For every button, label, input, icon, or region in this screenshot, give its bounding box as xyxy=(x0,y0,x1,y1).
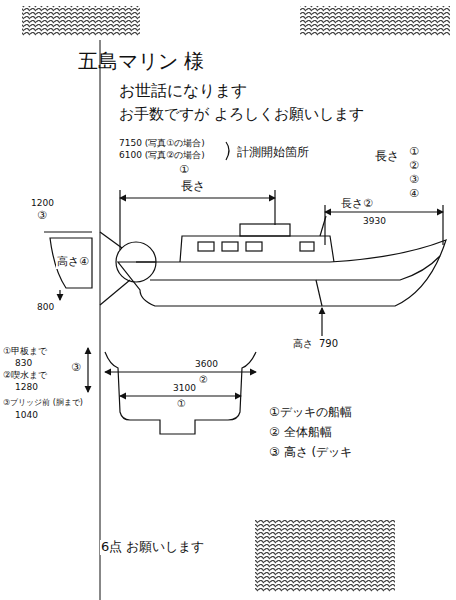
greeting: お世話になります xyxy=(118,82,248,100)
legend-note: ①デッキの船幅 xyxy=(268,406,353,420)
callout-number: ③ xyxy=(408,174,420,187)
heading: 五島マリン 様 xyxy=(78,50,204,73)
dimension-label: 長さ② xyxy=(340,198,374,211)
dimension: 1040 xyxy=(14,410,39,420)
dimension-label: 長さ xyxy=(180,180,206,194)
dimension-label: 長さ xyxy=(374,150,400,164)
dimension-label: 高さ xyxy=(292,338,314,350)
legend-note: ② 全体船幅 xyxy=(268,426,333,440)
dimension: 3930 xyxy=(362,216,387,226)
dimension: 830 xyxy=(14,358,33,368)
dimension: 6100 (写真②の場合) xyxy=(118,150,206,160)
dimension: 3100 xyxy=(172,383,197,393)
dimension: 7150 (写真①の場合) xyxy=(118,138,206,148)
callout-number: ② xyxy=(408,160,420,173)
callout-number: ① xyxy=(178,164,190,177)
note: 6点 お願いします xyxy=(100,540,205,555)
greeting: お手数ですが よろしくお願いします xyxy=(118,106,365,123)
note: 計測開始箇所 xyxy=(236,146,310,160)
dimension: 790 xyxy=(318,338,339,350)
legend-note: ③ 高さ (デッキ xyxy=(268,446,353,460)
callout-number: ① xyxy=(176,398,187,410)
dimension-label: 高さ④ xyxy=(56,256,90,269)
note: ①甲板まで xyxy=(2,346,48,356)
dimension: 1200 xyxy=(30,198,55,208)
note: ③ブリッジ前 (胴まで) xyxy=(2,398,84,407)
callout-number: ④ xyxy=(408,188,420,201)
dimension: 1280 xyxy=(14,382,39,392)
callout-number: ③ xyxy=(36,210,48,223)
callout-number: ① xyxy=(408,146,420,159)
dimension: 3600 xyxy=(194,359,219,369)
dimension: 800 xyxy=(36,302,55,312)
note: ②喫水まで xyxy=(2,370,48,380)
callout-number: ② xyxy=(198,374,209,386)
callout-number: ③ xyxy=(70,362,82,375)
